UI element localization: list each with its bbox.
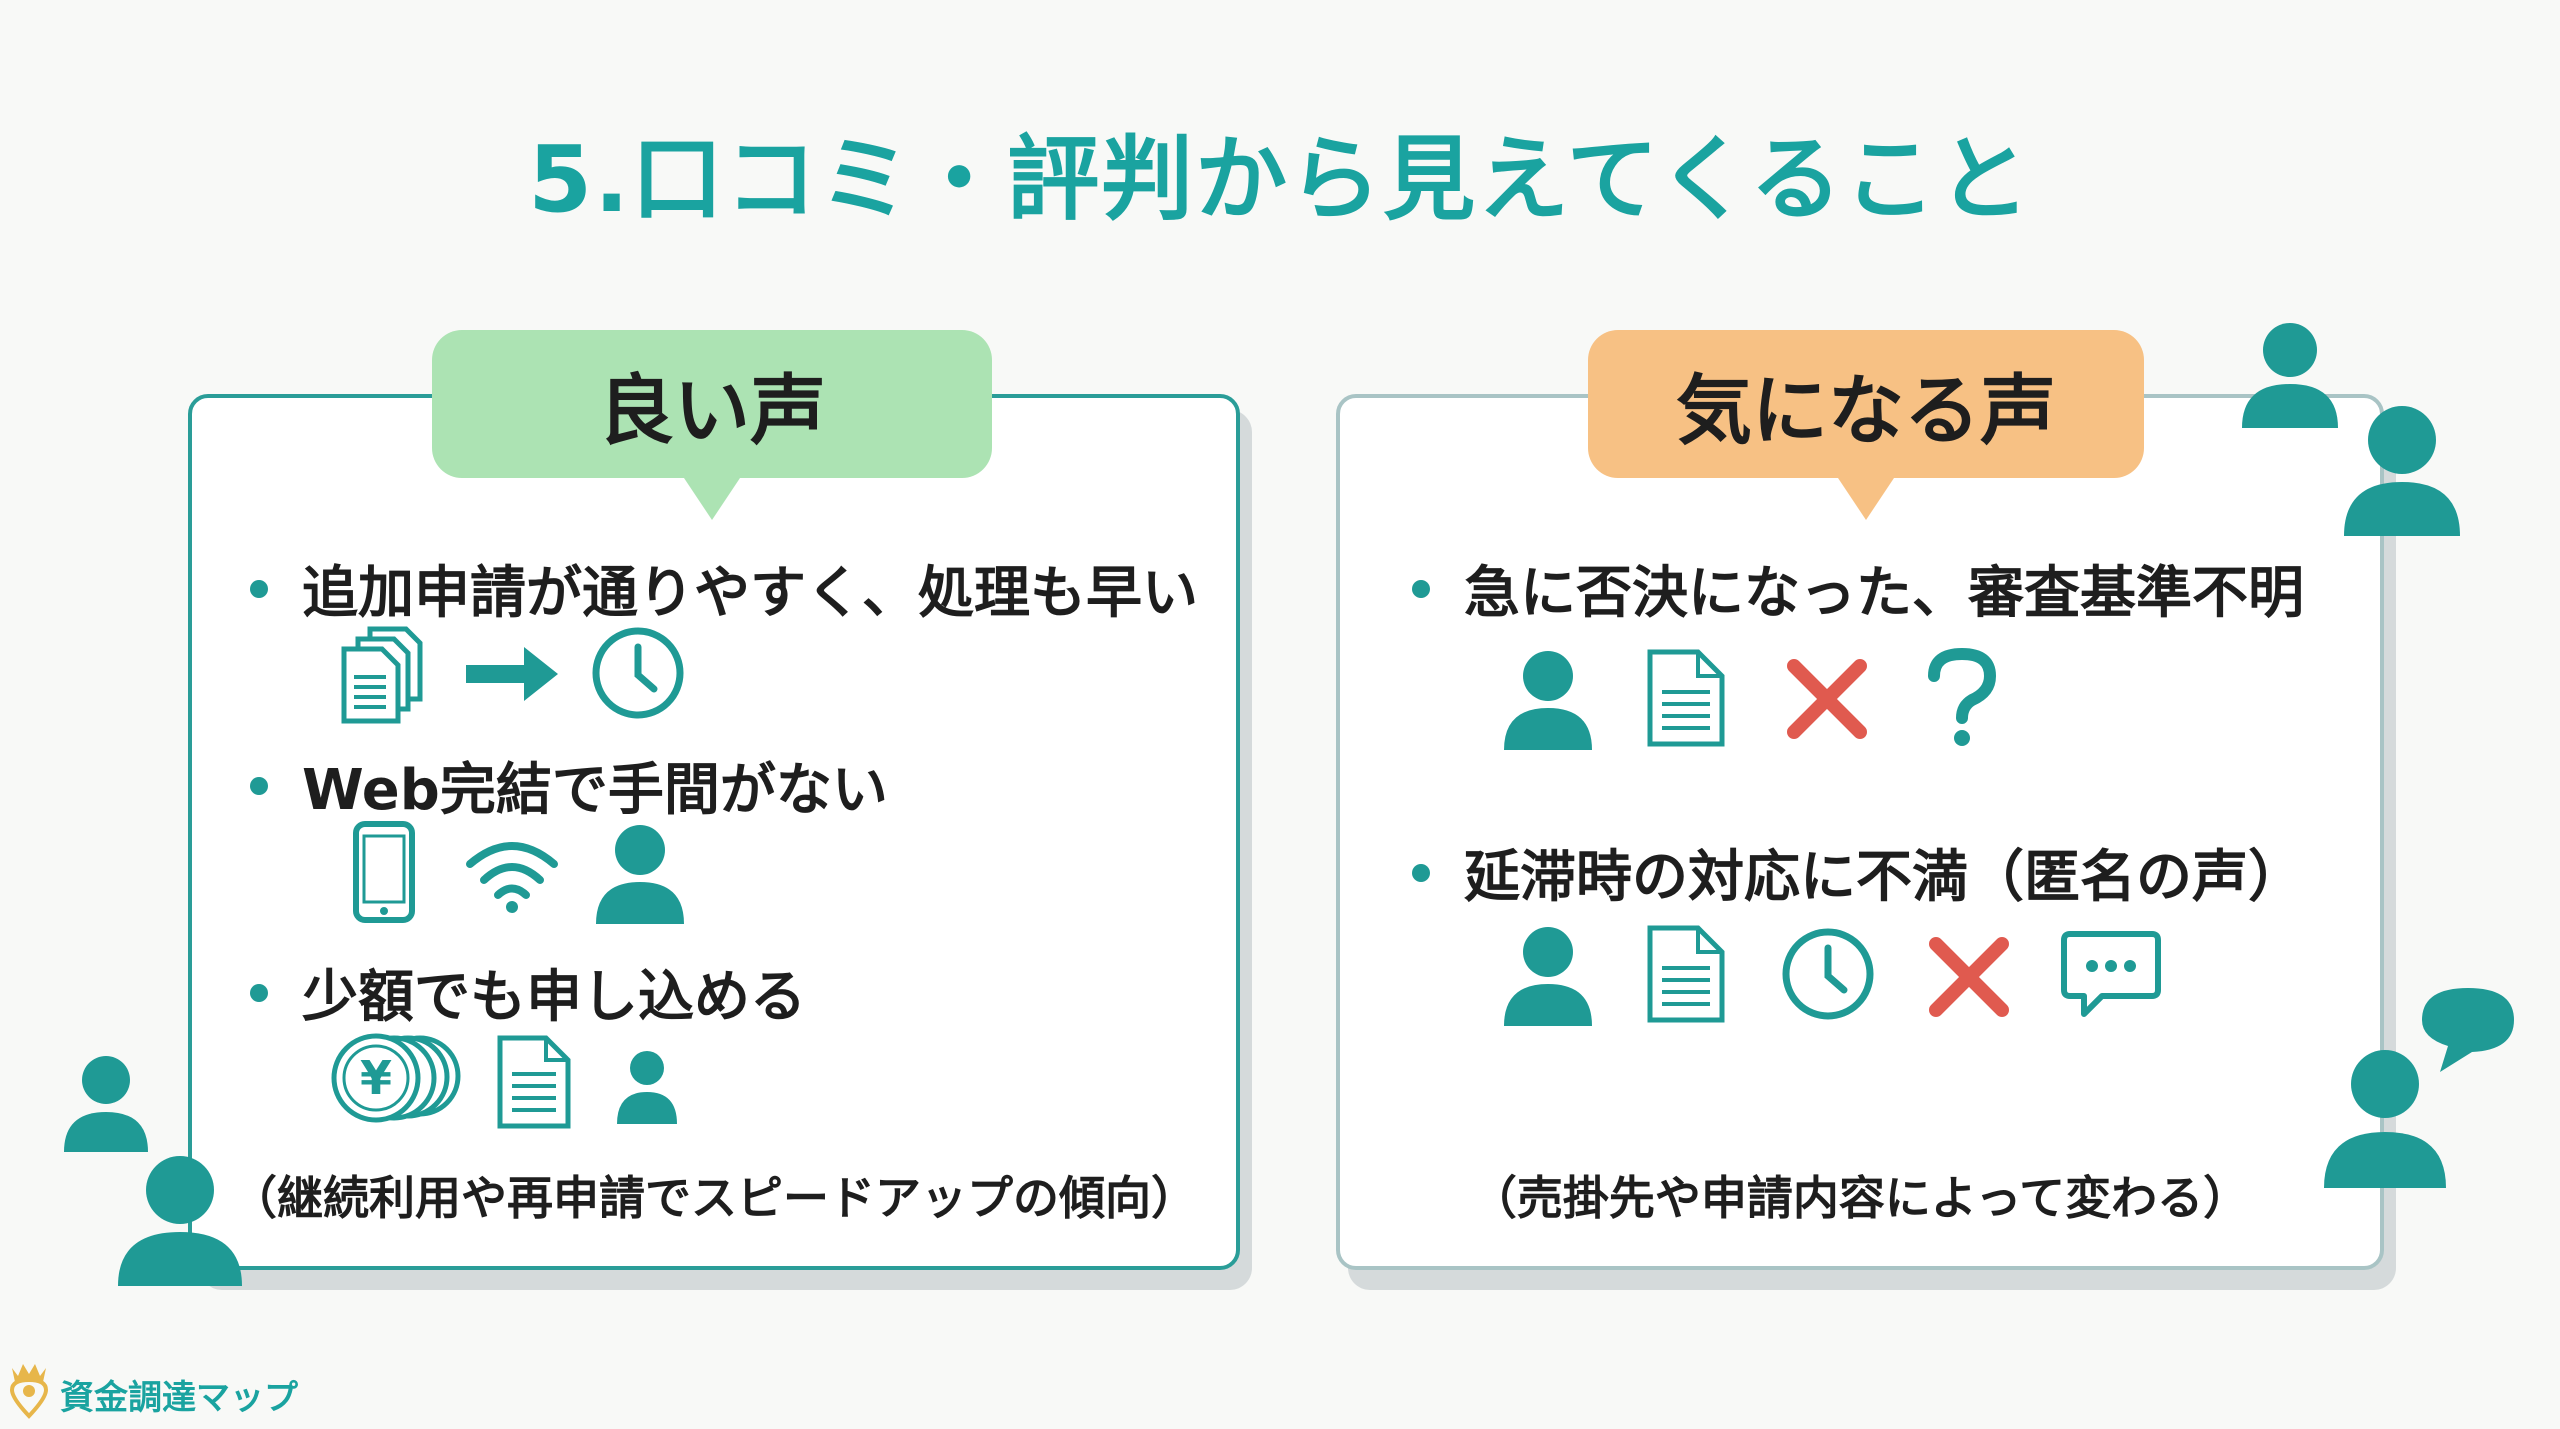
bullet-dot [1412, 579, 1430, 598]
person-icon [596, 825, 684, 924]
concern-voices-heading: 気になる声 [1588, 330, 2144, 478]
good-item-3-text: 少額でも申し込める [302, 965, 806, 1030]
bullet-dot [250, 776, 268, 795]
person-icon [1504, 651, 1592, 750]
person-icon [2324, 1050, 2446, 1188]
bullet-dot [1412, 863, 1430, 882]
good-item-1: 追加申請が通りやすく、処理も早い [250, 548, 1198, 629]
good-voices-heading: 良い声 [432, 330, 992, 478]
concern-item-1: 急に否決になった、審査基準不明 [1412, 548, 2304, 629]
clock-icon [592, 627, 684, 719]
clock-icon [1782, 928, 1874, 1020]
good-voices-panel [188, 394, 1240, 1270]
person-icon [64, 1056, 148, 1152]
person-icon [118, 1156, 242, 1286]
good-item-1-text: 追加申請が通りやすく、処理も早い [302, 561, 1198, 626]
concern-item-2-text: 延滞時の対応に不満（匿名の声） [1464, 845, 2304, 910]
cross-icon [1929, 937, 2009, 1017]
documents-icon [341, 626, 423, 724]
speech-bubble-icon [2061, 931, 2161, 1017]
svg-text:¥: ¥ [360, 1051, 392, 1105]
person-icon [617, 1051, 677, 1124]
wifi-icon [466, 842, 558, 913]
good-heading-tail [684, 478, 740, 520]
question-icon [1928, 648, 1997, 746]
person-icon [1504, 927, 1592, 1026]
speech-bubble-icon [2422, 988, 2514, 1072]
concern-voices-note: （売掛先や申請内容によって変わる） [1470, 1171, 2250, 1225]
document-icon [497, 1035, 571, 1129]
document-icon [1647, 925, 1725, 1023]
document-icon [1647, 649, 1725, 747]
concern-item-2: 延滞時の対応に不満（匿名の声） [1412, 832, 2304, 913]
cross-icon [1787, 659, 1867, 739]
person-icon [2344, 406, 2460, 536]
yen-coins-icon: ¥ [331, 1033, 461, 1123]
good-voices-note: （継続利用や再申請でスピードアップの傾向） [231, 1171, 1197, 1225]
good-item-2: Web完結で手間がない [250, 745, 888, 826]
brand-name: 資金調達マップ [60, 1378, 298, 1418]
good-item-2-text: Web完結で手間がない [302, 758, 888, 823]
page-title: 5.口コミ・評判から見えてくること [528, 126, 2032, 233]
concern-heading-tail [1838, 478, 1894, 520]
bullet-dot [250, 579, 268, 598]
good-item-3: 少額でも申し込める [250, 952, 806, 1033]
arrow-right-icon [466, 647, 558, 701]
smartphone-icon [353, 821, 415, 923]
bullet-dot [250, 983, 268, 1002]
person-icon [2242, 323, 2338, 428]
concern-item-1-text: 急に否決になった、審査基準不明 [1464, 561, 2304, 626]
map-pin-logo-icon [9, 1364, 49, 1419]
